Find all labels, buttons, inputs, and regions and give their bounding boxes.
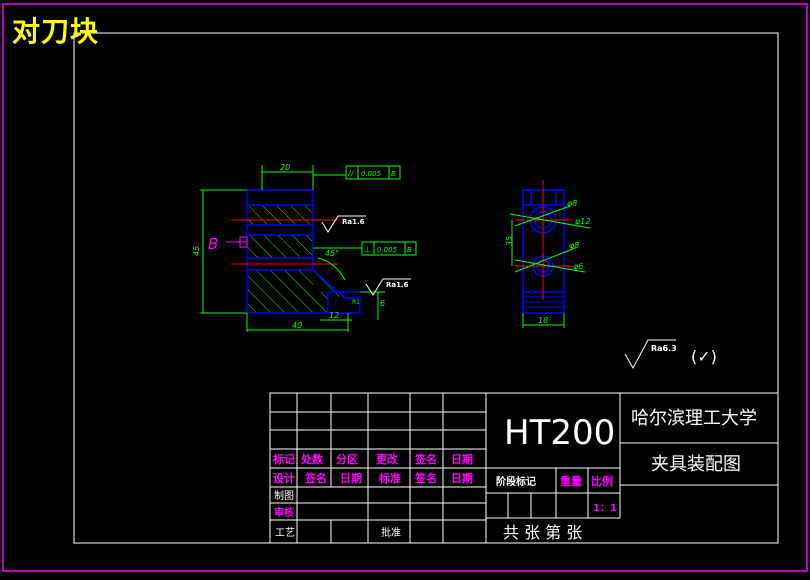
- hole-d1: φ8: [567, 199, 577, 208]
- checked-label: 审核: [274, 506, 294, 519]
- outer-frame: [2, 3, 808, 572]
- drawing-name: 夹具装配图: [651, 454, 741, 475]
- roughness-general: Ra6.3: [651, 344, 677, 353]
- roughness-1: Ra1.6: [342, 218, 365, 226]
- school-name: 哈尔滨理工大学: [631, 408, 757, 429]
- tol-perp-datum: B: [407, 246, 412, 254]
- front-hatch-upper: [247, 205, 313, 225]
- side-view: φ8 φ12 φ8 φ6 35 18: [505, 180, 590, 328]
- dim-side-width: 18: [538, 316, 548, 325]
- sheets-label: 共 张 第 张: [503, 523, 582, 542]
- hdr1-3: 更改: [376, 452, 399, 466]
- scale-value: 1：1: [593, 503, 617, 514]
- tol-perp-frame: [361, 241, 417, 256]
- general-roughness-symbol: [624, 339, 676, 370]
- tol-parallel-symbol: //: [347, 169, 355, 178]
- roughness-2: Ra1.6: [386, 281, 409, 289]
- dim-height: 45: [192, 246, 201, 256]
- leader-d4: [514, 259, 586, 273]
- roughness-others: (✓): [691, 347, 717, 366]
- front-hatch-middle: [247, 235, 313, 258]
- process-label: 工艺: [275, 527, 295, 539]
- hole-d2: φ12: [575, 217, 590, 226]
- hdr1-2: 分区: [336, 452, 358, 466]
- material: HT200: [504, 413, 615, 453]
- hdr1-5: 日期: [451, 452, 473, 466]
- dim-chamfer-angle: 45°: [325, 249, 339, 258]
- leader-d3: [514, 247, 576, 273]
- datum-box: [239, 236, 248, 248]
- hdr2-2: 日期: [340, 471, 362, 485]
- hdr2-0: 设计: [273, 471, 295, 485]
- hdr1-4: 签名: [414, 452, 437, 466]
- part-title: 对刀块: [12, 15, 100, 48]
- dim-step-height: 6: [380, 299, 385, 308]
- dim-top-width: 20: [280, 163, 290, 172]
- title-block-text: HT200 哈尔滨理工大学 夹具装配图 标记 处数 分区 更改 签名 日期 设计…: [272, 408, 757, 542]
- dim-side-span: 35: [505, 236, 514, 246]
- tol-parallel-frame: [345, 165, 401, 180]
- weight-label: 重量: [560, 474, 582, 488]
- hdr1-0: 标记: [272, 452, 295, 466]
- roughness-symbol-1: [321, 215, 366, 233]
- title-block: [269, 392, 779, 544]
- hole-d4: φ6: [573, 262, 583, 271]
- dim-chamfer-arc: [317, 257, 346, 281]
- scale-label: 比例: [591, 474, 613, 488]
- dim-small-note: R1: [352, 299, 360, 306]
- hdr2-5: 日期: [451, 471, 473, 485]
- front-hatch-lower: [247, 270, 328, 313]
- leader-d2: [509, 213, 591, 229]
- dim-bottom-width: 40: [292, 321, 302, 330]
- leader-d1: [514, 205, 571, 227]
- hdr2-4: 签名: [414, 471, 437, 485]
- approved-label: 批准: [381, 526, 401, 539]
- tol-parallel-datum: B: [391, 170, 396, 178]
- tol-perp-symbol: ⊥: [364, 245, 371, 254]
- front-outline: [246, 189, 361, 314]
- roughness-symbol-2: [365, 278, 411, 296]
- hdr1-1: 处数: [300, 452, 324, 466]
- hole-d3: φ8: [569, 241, 579, 250]
- drawn-label: 制图: [274, 489, 294, 502]
- hdr2-3: 标准: [378, 471, 401, 485]
- dim-step-width: 12: [329, 311, 339, 320]
- general-roughness: Ra6.3 (✓): [624, 339, 717, 370]
- tol-parallel-value: 0.005: [361, 170, 382, 178]
- datum-label: B: [208, 235, 218, 253]
- hdr2-1: 签名: [304, 471, 327, 485]
- front-view: B 20 45 40 12 6 R1: [192, 163, 417, 332]
- stage-mark: 阶段标记: [496, 475, 536, 488]
- tol-perp-value: 0.005: [377, 246, 398, 254]
